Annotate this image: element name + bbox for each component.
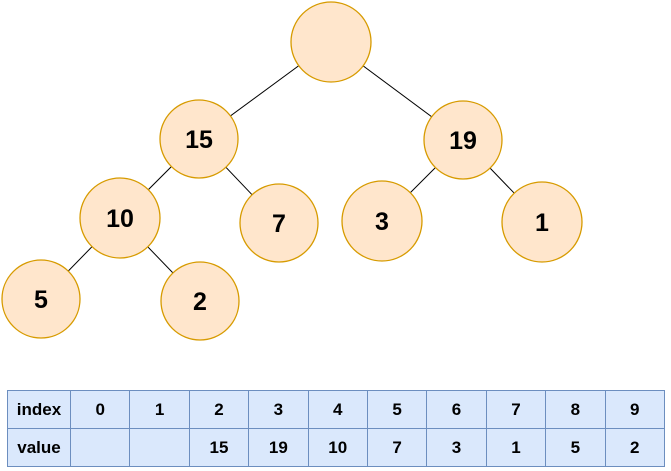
table-cell-index-0: 0 <box>69 390 131 429</box>
tree-node-3: 3 <box>341 180 423 262</box>
table-cell-index-8: 8 <box>545 390 606 429</box>
tree-node-label: 19 <box>449 127 477 155</box>
tree-node-circle <box>79 177 161 259</box>
table-cell-value-8: 5 <box>545 428 606 467</box>
tree-node-circle <box>159 99 239 179</box>
table-cell-value-7: 1 <box>485 428 547 467</box>
table-cell-value-6: 3 <box>426 428 487 467</box>
tree-node-label: 15 <box>185 126 213 154</box>
table-cell-value-1 <box>129 428 190 467</box>
tree-node-circle <box>239 183 319 263</box>
table-cell-value-9: 2 <box>604 428 666 467</box>
tree-node-label: 2 <box>193 288 207 316</box>
table-cell-index-4: 4 <box>307 390 368 429</box>
table-cell-value-2: 15 <box>188 428 250 467</box>
tree-node-circle <box>290 1 372 83</box>
tree-node-label: 1 <box>535 209 549 237</box>
table-cell-value-5: 7 <box>366 428 428 467</box>
table-cell-index-9: 9 <box>604 390 666 429</box>
tree-node-5: 5 <box>1 259 81 339</box>
tree-node-circle <box>501 181 583 263</box>
tree-node-circle <box>160 261 240 341</box>
tree-node-7: 7 <box>239 183 319 263</box>
table-cell-value-4: 10 <box>307 428 368 467</box>
tree-node-label: 5 <box>34 286 48 314</box>
row-header-index: index <box>7 390 71 429</box>
table-cell-index-7: 7 <box>485 390 547 429</box>
table-cell-index-1: 1 <box>129 390 190 429</box>
table-cell-index-3: 3 <box>248 390 309 429</box>
row-header-value: value <box>7 428 71 467</box>
tree-node-19: 19 <box>423 100 503 180</box>
tree-node-10: 10 <box>79 177 161 259</box>
tree-node-1: 1 <box>501 181 583 263</box>
tree-node-15: 15 <box>159 99 239 179</box>
tree-node-circle <box>423 100 503 180</box>
tree-node-label: 10 <box>106 205 134 233</box>
table-cell-index-6: 6 <box>426 390 487 429</box>
tree-node-circle <box>341 180 423 262</box>
table-cell-value-3: 19 <box>248 428 309 467</box>
table-cell-index-2: 2 <box>188 390 250 429</box>
table-cell-value-0 <box>69 428 131 467</box>
tree-node-root <box>290 1 372 83</box>
table-cell-index-5: 5 <box>366 390 428 429</box>
tree-node-2: 2 <box>160 261 240 341</box>
tree-node-label: 3 <box>375 208 389 236</box>
tree-node-circle <box>1 259 81 339</box>
tree-node-label: 7 <box>272 210 286 238</box>
